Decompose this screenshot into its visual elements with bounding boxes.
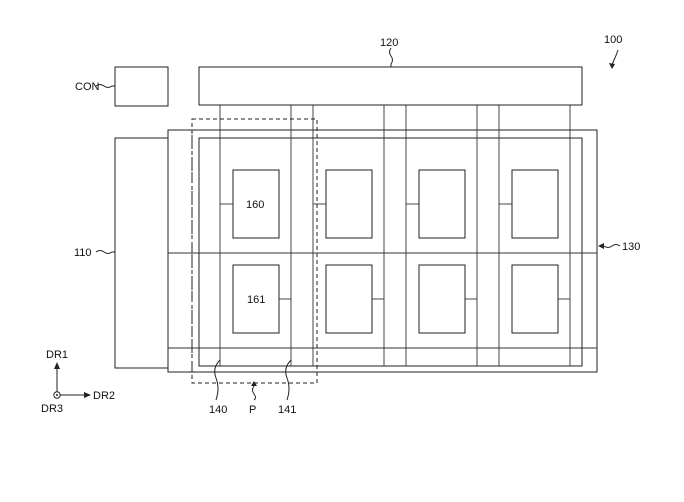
panel-outline: [198, 137, 583, 367]
data-driver-leader: [389, 47, 393, 67]
line-140-label: 140: [209, 404, 227, 416]
device-arrow-icon: [609, 63, 615, 69]
data-lines: [219, 105, 571, 366]
dr1-label: DR1: [46, 349, 68, 361]
data-driver-block: [198, 66, 583, 106]
pixel-cell: [232, 264, 280, 334]
display-region-leader: [603, 244, 621, 248]
pixel-cell: [511, 169, 559, 239]
direction-axes: [53, 362, 91, 399]
dr3-label: DR3: [41, 403, 63, 415]
pixel-row-lower: [232, 264, 570, 334]
controller-block: [114, 66, 169, 107]
pixel-cell: [418, 169, 466, 239]
line-141-label: 141: [278, 404, 296, 416]
gate-driver-leader: [95, 250, 115, 254]
pixel-region-label: P: [249, 404, 256, 416]
cell-160-label: 160: [246, 199, 264, 211]
substrate-outline: [167, 129, 598, 373]
dr2-label: DR2: [93, 390, 115, 402]
data-driver-label: 120: [380, 37, 398, 49]
pixel-cell: [325, 169, 373, 239]
pixel-cell: [325, 264, 373, 334]
pixel-cell: [511, 264, 559, 334]
dr2-arrow-icon: [84, 392, 91, 398]
controller-label: CON: [75, 81, 100, 93]
device-label: 100: [604, 34, 622, 46]
display-region-outline: [191, 129, 598, 373]
pixel-row-upper: [220, 169, 559, 239]
pixel-cell: [418, 264, 466, 334]
display-region-arrow-icon: [598, 243, 604, 249]
line-140-leader: [214, 359, 221, 401]
cell-161-label: 161: [247, 294, 265, 306]
controller-leader: [95, 84, 115, 88]
gate-driver-label: 110: [74, 247, 92, 259]
pixel-region-outline: [191, 118, 318, 384]
gate-driver-block: [114, 137, 169, 369]
dr1-arrow-icon: [54, 362, 60, 369]
pixel-region-arrow-icon: [251, 381, 257, 386]
display-region-label: 130: [622, 241, 640, 253]
pixel-region-leader: [252, 385, 256, 401]
line-141-leader: [285, 359, 292, 401]
